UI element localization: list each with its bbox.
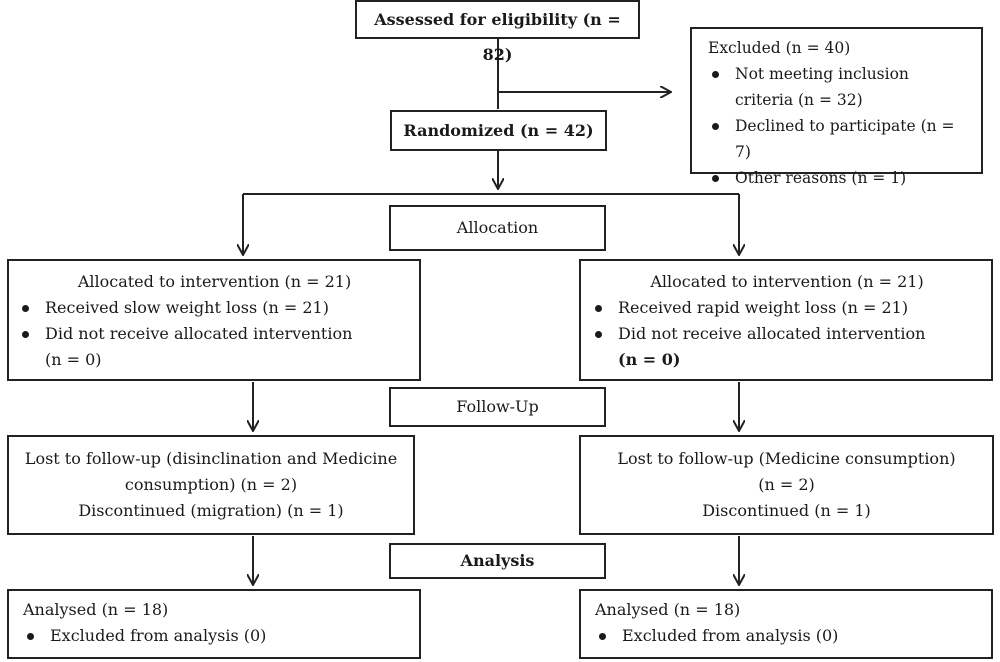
right-followup-line: Discontinued (n = 1) — [702, 501, 871, 520]
right-allocation-item-continued: (n = 0) — [618, 350, 681, 369]
allocation-stage-box: Allocation — [389, 205, 606, 251]
right-analysis-item: Excluded from analysis (0) — [595, 623, 983, 649]
randomized-label: Randomized (n = 42) — [403, 121, 594, 140]
right-analysis-item-text: Excluded from analysis (0) — [622, 626, 839, 645]
right-allocation-title: Allocated to intervention (n = 21) — [650, 272, 924, 291]
bullet-icon — [22, 305, 29, 312]
bullet-icon — [595, 305, 602, 312]
left-allocation-title: Allocated to intervention (n = 21) — [77, 272, 352, 291]
left-allocation-box: Allocated to intervention (n = 21) Recei… — [7, 259, 421, 381]
excluded-item: Declined to participate (n = 7) — [708, 113, 971, 165]
left-followup-line: consumption) (n = 2) — [124, 475, 298, 494]
bullet-icon — [712, 71, 719, 78]
analysis-stage-box: Analysis — [389, 543, 606, 579]
left-allocation-item-continued: (n = 0) — [45, 350, 102, 369]
left-allocation-item: Did not receive allocated intervention — [18, 321, 411, 347]
right-followup-box: Lost to follow-up (Medicine consumption)… — [579, 435, 994, 535]
left-allocation-item-text: Did not receive allocated intervention — [45, 324, 353, 343]
bullet-icon — [27, 633, 34, 640]
right-analysis-box: Analysed (n = 18) Excluded from analysis… — [579, 589, 993, 659]
left-allocation-item: Received slow weight loss (n = 21) — [18, 295, 411, 321]
left-followup-line: Discontinued (migration) (n = 1) — [78, 501, 344, 520]
bullet-icon — [595, 331, 602, 338]
excluded-item-text: Not meeting inclusion — [735, 65, 909, 83]
left-analysis-box: Analysed (n = 18) Excluded from analysis… — [7, 589, 421, 659]
left-followup-line: Lost to follow-up (disinclination and Me… — [24, 449, 398, 468]
analysis-stage-label: Analysis — [460, 551, 535, 570]
excluded-item-continued: criteria (n = 32) — [735, 91, 863, 109]
followup-stage-label: Follow-Up — [456, 397, 539, 416]
right-allocation-item-text: Received rapid weight loss (n = 21) — [618, 298, 909, 317]
bullet-icon — [712, 123, 719, 130]
allocation-stage-label: Allocation — [456, 218, 539, 237]
randomized-box: Randomized (n = 42) — [390, 110, 607, 151]
right-allocation-item: Received rapid weight loss (n = 21) — [591, 295, 983, 321]
right-allocation-box: Allocated to intervention (n = 21) Recei… — [579, 259, 993, 381]
right-analysis-title: Analysed (n = 18) — [595, 600, 741, 619]
right-followup-line: Lost to follow-up (Medicine consumption) — [617, 449, 956, 468]
right-allocation-item: Did not receive allocated intervention — [591, 321, 983, 347]
excluded-title: Excluded (n = 40) — [708, 39, 851, 57]
right-followup-line: (n = 2) — [758, 475, 815, 494]
bullet-icon — [599, 633, 606, 640]
excluded-item: Other reasons (n = 1) — [708, 165, 971, 191]
left-allocation-item-text: Received slow weight loss (n = 21) — [45, 298, 329, 317]
bullet-icon — [22, 331, 29, 338]
left-followup-box: Lost to follow-up (disinclination and Me… — [7, 435, 415, 535]
left-analysis-item-text: Excluded from analysis (0) — [50, 626, 267, 645]
bullet-icon — [712, 175, 719, 182]
assessed-label: Assessed for eligibility (n = 82) — [374, 10, 621, 64]
left-analysis-item: Excluded from analysis (0) — [23, 623, 411, 649]
right-allocation-item-text: Did not receive allocated intervention — [618, 324, 926, 343]
excluded-item: Not meeting inclusion — [708, 61, 971, 87]
excluded-item-text: Declined to participate (n = 7) — [735, 117, 955, 161]
assessed-box: Assessed for eligibility (n = 82) — [355, 0, 640, 64]
left-analysis-title: Analysed (n = 18) — [23, 600, 169, 619]
excluded-box: Excluded (n = 40) Not meeting inclusion … — [690, 27, 983, 187]
followup-stage-box: Follow-Up — [389, 387, 606, 427]
excluded-item-text: Other reasons (n = 1) — [735, 169, 907, 187]
